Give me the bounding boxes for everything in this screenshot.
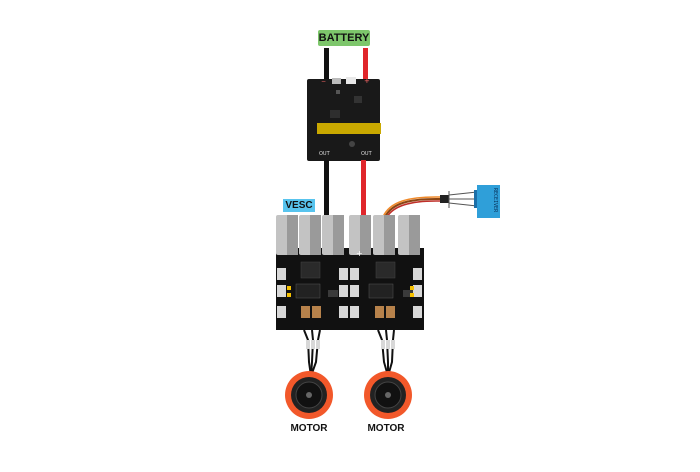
vesc-capacitors: [276, 215, 420, 255]
vesc-status-leds: [287, 286, 414, 297]
power-switch-module-icon: [307, 77, 381, 161]
brushless-motor-icon: [364, 371, 412, 419]
vesc-label: VESC: [283, 199, 315, 212]
motor-phase-wires-left: [303, 329, 321, 377]
motor-label-left: MOTOR: [290, 423, 328, 434]
motor-phase-wires-right: [377, 329, 395, 377]
receiver-label: RECEIVER: [492, 188, 498, 213]
switch-out-right-label: OUT: [361, 151, 372, 157]
vesc-power-wires: [324, 160, 366, 215]
receiver-signal-cable: [382, 191, 478, 218]
brushless-motor-icon: [285, 371, 333, 419]
vesc-chips: [295, 261, 413, 299]
battery-label: BATTERY: [318, 30, 370, 46]
battery-wires: [324, 48, 368, 80]
switch-negative-mark: −: [321, 78, 327, 85]
vesc-connectors: [277, 268, 422, 318]
dual-vesc-board-icon: [276, 215, 424, 330]
vesc-motor-terminals: [301, 306, 395, 318]
rc-receiver-icon: [474, 185, 500, 218]
vesc-positive-mark: +: [356, 249, 363, 258]
motor-label-right: MOTOR: [367, 423, 405, 434]
switch-out-left-label: OUT: [319, 151, 330, 157]
switch-positive-mark: +: [364, 77, 370, 85]
